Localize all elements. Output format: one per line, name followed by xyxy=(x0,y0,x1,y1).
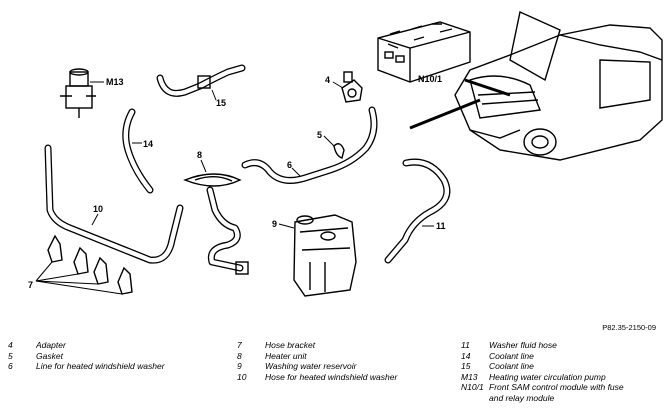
callout-4: 4 xyxy=(325,75,330,85)
heater-unit-8 xyxy=(183,173,249,275)
gasket-5 xyxy=(333,143,345,159)
callout-10: 10 xyxy=(93,204,103,214)
washer-reservoir-9 xyxy=(293,214,357,297)
sam-module-n10-1-illustration xyxy=(377,21,471,83)
coolant-line-15 xyxy=(156,64,246,97)
parts-diagram: N10/1 M13 15 14 4 5 6 xyxy=(28,11,663,297)
callout-11: 11 xyxy=(436,221,446,231)
heated-washer-line-6 xyxy=(241,106,378,184)
pump-m13-illustration xyxy=(60,68,96,118)
coolant-line-14 xyxy=(122,108,154,194)
callout-5: 5 xyxy=(317,130,322,140)
callout-8: 8 xyxy=(197,150,202,160)
callout-n10-1: N10/1 xyxy=(418,74,442,84)
callout-6: 6 xyxy=(287,160,292,170)
callout-14: 14 xyxy=(143,139,153,149)
callout-9: 9 xyxy=(272,219,277,229)
reference-code: P82.35-2150-09 xyxy=(602,323,656,332)
callout-7: 7 xyxy=(28,280,33,290)
washer-fluid-hose-11 xyxy=(384,158,451,264)
callout-15: 15 xyxy=(216,98,226,108)
callout-m13: M13 xyxy=(106,77,124,87)
heated-washer-hose-10 xyxy=(44,144,184,264)
car-illustration xyxy=(409,11,663,161)
hose-brackets-7 xyxy=(35,234,133,295)
adapter-4 xyxy=(341,71,363,103)
